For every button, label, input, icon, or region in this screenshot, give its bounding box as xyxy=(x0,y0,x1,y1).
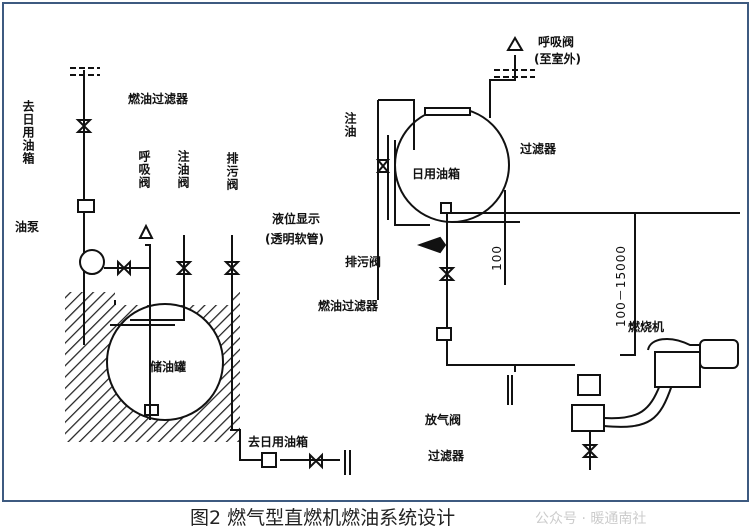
label-fill-valve: 注油阀 xyxy=(176,150,190,189)
label-fuel-filter-right: 燃油过滤器 xyxy=(318,299,379,313)
label-oil-pump: 油泵 xyxy=(15,220,40,234)
label-level-indicator: 液位显示 xyxy=(272,212,321,226)
label-fill-oil: 注油 xyxy=(343,112,357,138)
dimension-range: 100－15000 xyxy=(614,245,628,328)
label-filter-right: 过滤器 xyxy=(520,142,557,156)
day-tank-piping xyxy=(375,36,740,470)
label-to-day-tank: 去日用油箱 xyxy=(248,435,309,449)
label-drain-valve-right: 排污阀 xyxy=(345,255,382,269)
label-vent-valve: 放气阀 xyxy=(425,413,462,427)
label-burner: 燃烧机 xyxy=(628,320,665,334)
watermark: 公众号 · 暖通南社 xyxy=(535,511,647,527)
label-breather-valve-outdoor: 呼吸阀 xyxy=(538,35,575,49)
label-fuel-filter-left: 燃油过滤器 xyxy=(128,92,189,106)
figure-caption: 图2 燃气型直燃机燃油系统设计 xyxy=(190,507,456,529)
label-day-tank: 日用油箱 xyxy=(412,167,461,181)
label-filter-bottom: 过滤器 xyxy=(428,449,465,463)
label-to-day-tank-vertical: 去日用油箱 xyxy=(21,100,35,165)
left-piping xyxy=(70,67,351,475)
label-drain-valve-left: 排污阀 xyxy=(225,152,239,191)
underground-pit xyxy=(65,292,240,442)
label-level-indicator-note: (透明软管) xyxy=(265,232,324,246)
label-breather-valve: 呼吸阀 xyxy=(137,150,151,189)
label-breather-valve-outdoor-note: (至室外) xyxy=(534,52,581,66)
dimension-100: 100 xyxy=(490,245,504,271)
label-storage-tank: 储油罐 xyxy=(150,360,187,374)
